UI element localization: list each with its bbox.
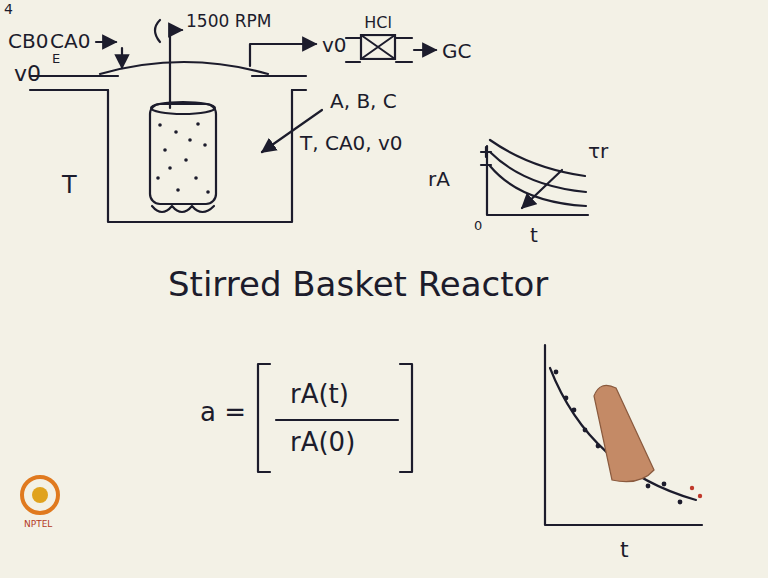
slide-title: Stirred Basket Reactor [168, 266, 548, 303]
handwritten-label: T [62, 172, 77, 198]
handwritten-label: CA0 [50, 30, 90, 52]
handwritten-label: E [52, 52, 60, 66]
handwritten-label: CB0 [8, 30, 48, 52]
handwritten-label: t [530, 224, 538, 246]
handwritten-label: rA [428, 168, 450, 190]
handwritten-label: v0 [322, 34, 347, 56]
trap-box [359, 34, 397, 60]
handwritten-label: v0 [14, 62, 41, 86]
handwritten-label: a = [200, 398, 246, 427]
handwritten-label: T, CA0, v0 [300, 132, 403, 154]
handwritten-label: NPTEL [24, 520, 52, 530]
trap-label: HCl [364, 14, 392, 34]
handwritten-label: 1500 RPM [186, 12, 271, 31]
handwritten-label: rA(0) [290, 428, 355, 457]
handwritten-label: 0 [474, 219, 482, 233]
handwritten-label: t [620, 538, 629, 562]
handwritten-label: 4 [4, 2, 13, 17]
handwritten-label: τr [588, 140, 608, 162]
handwritten-label: rA(t) [290, 380, 349, 409]
hcl-trap: HCl [359, 14, 397, 60]
handwritten-label: A, B, C [330, 90, 397, 112]
handwritten-label: GC [442, 40, 471, 62]
